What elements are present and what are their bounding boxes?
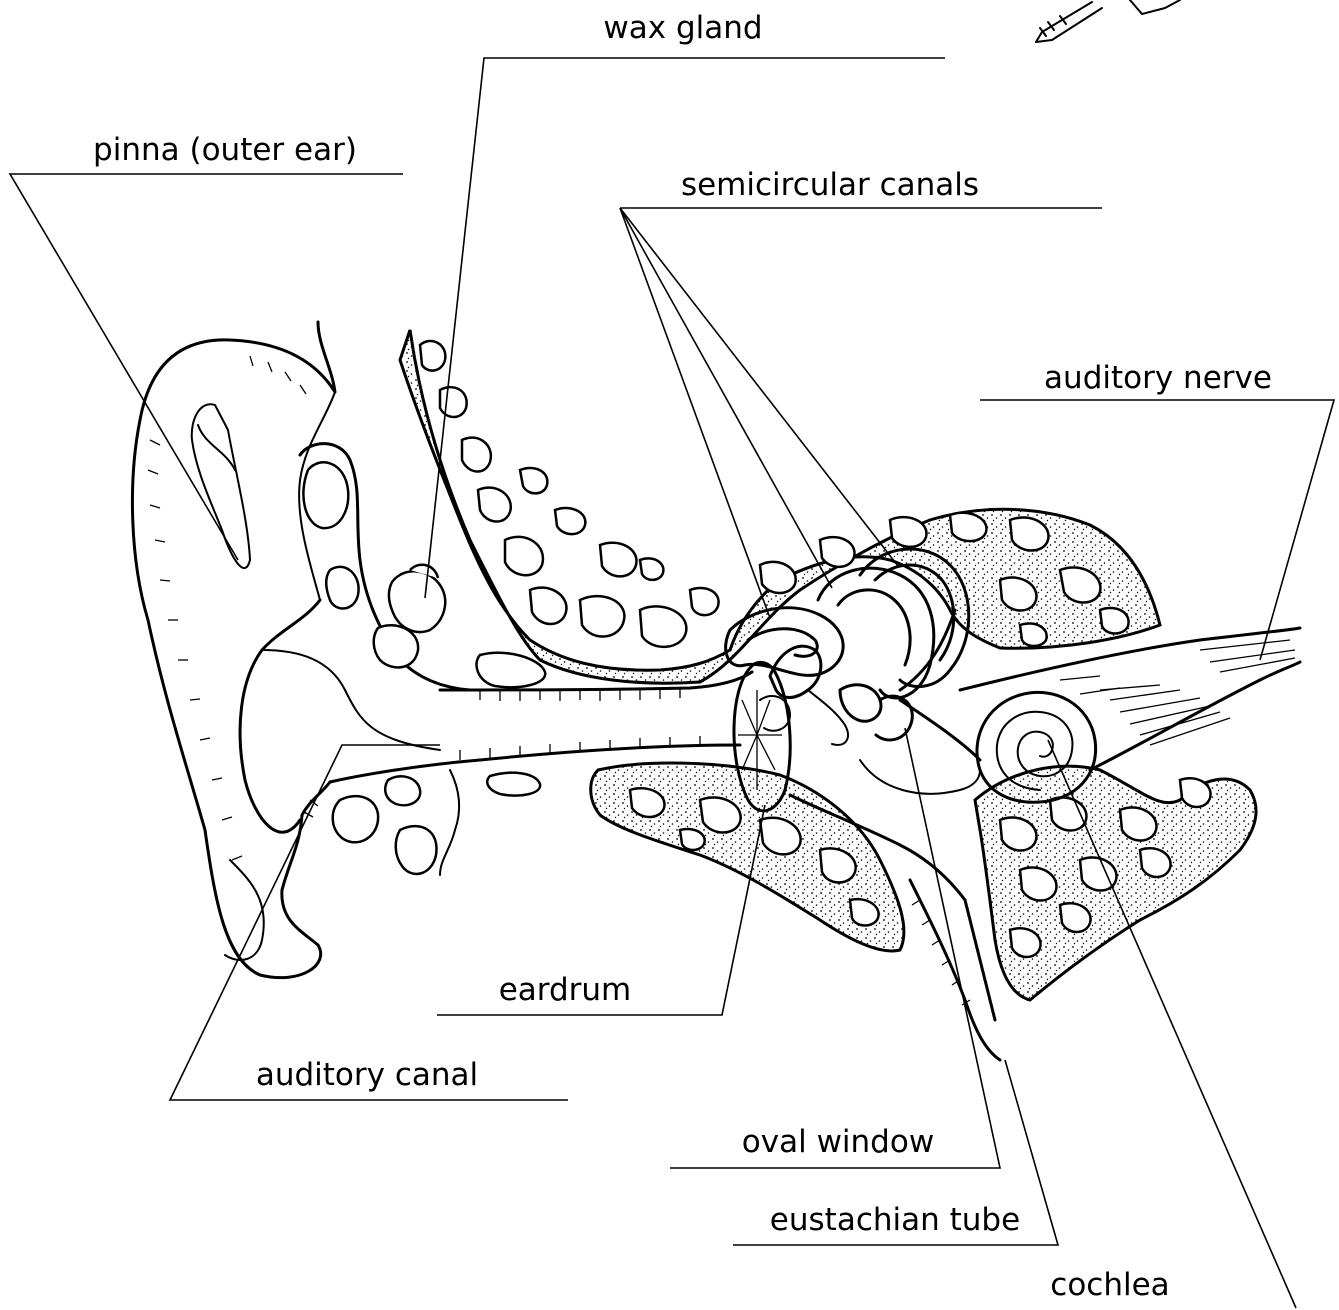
eustachian-tube-illustration	[910, 880, 1000, 1060]
wax-gland-label: wax gland	[603, 10, 762, 46]
semicircular-canals-leader-2	[620, 208, 832, 588]
oval-window-label: oval window	[742, 1124, 934, 1160]
semicircular-canals-label: semicircular canals	[681, 167, 979, 203]
eardrum-label: eardrum	[499, 972, 632, 1008]
label-auditory-canal: auditory canal	[170, 745, 568, 1100]
auditory-canal-leader	[170, 745, 568, 1100]
auditory-canal-label: auditory canal	[256, 1057, 478, 1093]
cochlea-label: cochlea	[1050, 1267, 1169, 1303]
pinna-label: pinna (outer ear)	[93, 132, 357, 168]
temporal-bone-lower	[591, 763, 1256, 1000]
pencil-icon	[1036, 0, 1180, 42]
semicircular-canals-leader-3	[620, 208, 898, 566]
eustachian-tube-label: eustachian tube	[770, 1202, 1020, 1238]
auditory-nerve-label: auditory nerve	[1044, 360, 1272, 396]
semicircular-canals-leader-1	[620, 208, 770, 618]
